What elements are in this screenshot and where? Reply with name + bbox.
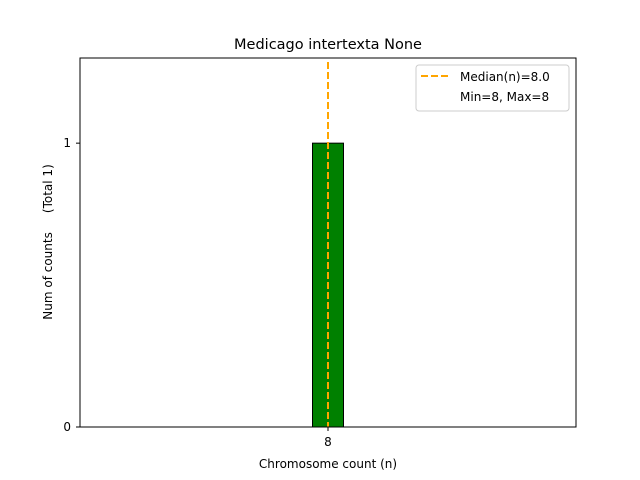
legend-entry-median: Median(n)=8.0 — [460, 70, 550, 84]
y-axis-label: Num of counts (Total 1) — [41, 164, 55, 319]
legend: Median(n)=8.0 Min=8, Max=8 — [415, 64, 570, 112]
x-axis-label: Chromosome count (n) — [259, 457, 397, 471]
x-tick-label: 8 — [324, 435, 332, 449]
legend-entry-minmax: Min=8, Max=8 — [460, 90, 549, 104]
chart-title: Medicago intertexta None — [234, 37, 422, 53]
y-tick-label: 1 — [63, 136, 71, 150]
legend-box — [415, 64, 570, 112]
y-tick-label: 0 — [63, 420, 71, 434]
